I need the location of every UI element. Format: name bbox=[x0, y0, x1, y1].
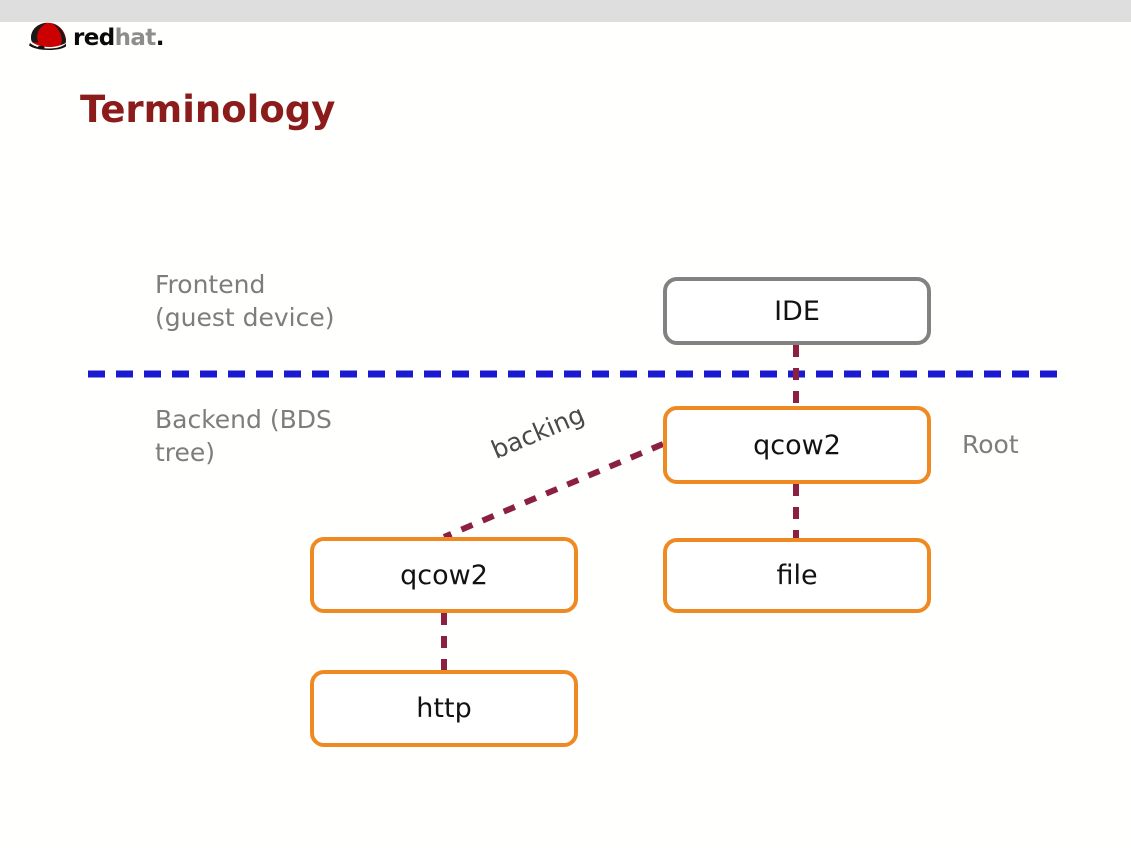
redhat-logo: redhat. bbox=[28, 18, 164, 52]
redhat-shadowman-icon bbox=[28, 20, 70, 50]
edge-qcow2-root-to-qcow2-backing bbox=[442, 441, 665, 540]
node-qcow2-backing[interactable]: qcow2 bbox=[310, 537, 578, 613]
node-http[interactable]: http bbox=[310, 670, 578, 747]
label-frontend: Frontend (guest device) bbox=[155, 270, 335, 332]
node-qcow2-root-label: qcow2 bbox=[753, 429, 841, 461]
node-ide[interactable]: IDE bbox=[663, 277, 931, 345]
node-file[interactable]: file bbox=[663, 538, 931, 613]
node-http-label: http bbox=[416, 693, 472, 724]
node-qcow2-root[interactable]: qcow2 bbox=[663, 406, 931, 484]
logo-word-red: red bbox=[73, 24, 115, 51]
label-root: Root bbox=[962, 430, 1019, 459]
page-title: Terminology bbox=[80, 88, 336, 131]
node-qcow2-backing-label: qcow2 bbox=[400, 559, 488, 591]
logo-word-hat: hat bbox=[114, 24, 157, 51]
node-file-label: file bbox=[776, 560, 818, 591]
logo-word-dot: . bbox=[155, 24, 165, 51]
label-backend: Backend (BDS tree) bbox=[155, 405, 332, 467]
redhat-wordmark: redhat. bbox=[73, 24, 165, 51]
node-ide-label: IDE bbox=[774, 295, 820, 327]
top-gray-bar bbox=[0, 0, 1131, 22]
